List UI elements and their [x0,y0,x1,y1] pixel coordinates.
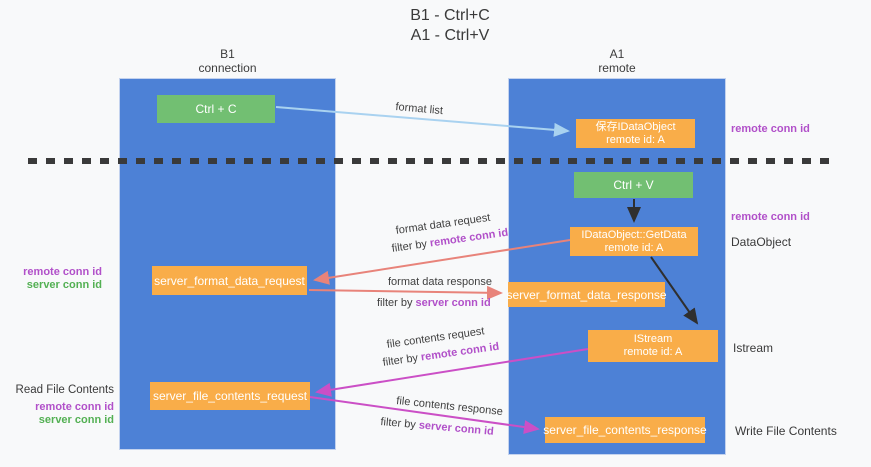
server-format-data-request-label: server_format_data_request [154,273,305,288]
ctrl-v-label: Ctrl + V [613,178,654,192]
write-file-contents-label: Write File Contents [735,424,837,438]
getdata-title: IDataObject::GetData [581,228,687,241]
filter-by-server-conn-id-label-1: filter by server conn id [377,297,491,309]
b1-name: B1 [220,47,235,61]
server-file-contents-response-label: server_file_contents_response [543,423,707,437]
format-list-label: format list [394,101,444,118]
ctrl-c-box: Ctrl + C [157,95,275,123]
server-conn-id-left-label-2: server conn id [38,414,114,426]
server-conn-id-left-label-1: server conn id [26,279,102,291]
format-data-response-label: format data response [388,276,492,288]
istream-remote-id: remote id: A [623,346,683,358]
server-file-contents-request-label: server_file_contents_request [152,389,308,403]
ctrl-c-label: Ctrl + C [195,102,237,116]
ctrl-v-box: Ctrl + V [574,172,693,198]
filter-by-server-conn-id-label-2: filter by server conn id [380,416,494,438]
diagram-title: B1 - Ctrl+C A1 - Ctrl+V [300,6,600,46]
left-conn-id-block-top: remote conn id server conn id [10,266,102,292]
remote-conn-id-side-label-top: remote conn id [731,123,810,135]
remote-conn-id-side-label-mid: remote conn id [731,211,810,223]
a1-name: A1 [609,47,625,61]
save-idataobject-box: 保存IDataObject remote id: A [576,119,695,148]
istream-box: IStream remote id: A [588,330,718,362]
remote-conn-id-left-label-2: remote conn id [35,401,114,413]
read-file-contents-label: Read File Contents [15,384,114,396]
format-data-response-arrow [308,285,503,300]
session-divider-dashed-line [28,158,835,164]
left-conn-id-block-bottom: Read File Contents remote conn id server… [10,384,114,427]
filter-by-text: filter by [379,416,420,432]
server-format-data-request-box: server_format_data_request [152,266,307,295]
filter-by-text: filter by [391,237,431,255]
idataobject-getdata-box: IDataObject::GetData remote id: A [570,227,698,256]
istream-side-label: Istream [733,341,774,355]
server-format-data-response-label: server_format_data_response [506,287,667,302]
server-file-contents-response-box: server_file_contents_response [543,417,707,443]
save-idataobject-title: 保存IDataObject [595,120,676,133]
b1-role: connection [198,61,257,75]
column-header-a1: A1 remote [508,47,726,75]
dataobject-side-label: DataObject [731,235,792,249]
server-conn-id-text: server conn id [418,419,495,438]
file-contents-response-label: file contents response [395,395,504,419]
getdata-remote-id: remote id: A [604,241,664,254]
server-format-data-response-box: server_format_data_response [506,282,667,307]
title-line-1: B1 - Ctrl+C [410,7,490,24]
title-line-2: A1 - Ctrl+V [410,27,490,44]
filter-by-text: filter by [382,351,422,369]
filter-by-text: filter by [377,297,416,309]
column-header-b1: B1 connection [119,47,336,75]
a1-role: remote [598,61,636,75]
save-idataobject-remote-id: remote id: A [606,133,665,146]
server-conn-id-text: server conn id [415,297,491,309]
server-file-contents-request-box: server_file_contents_request [150,382,310,410]
istream-title: IStream [633,333,673,345]
remote-conn-id-left-label-1: remote conn id [23,266,102,278]
